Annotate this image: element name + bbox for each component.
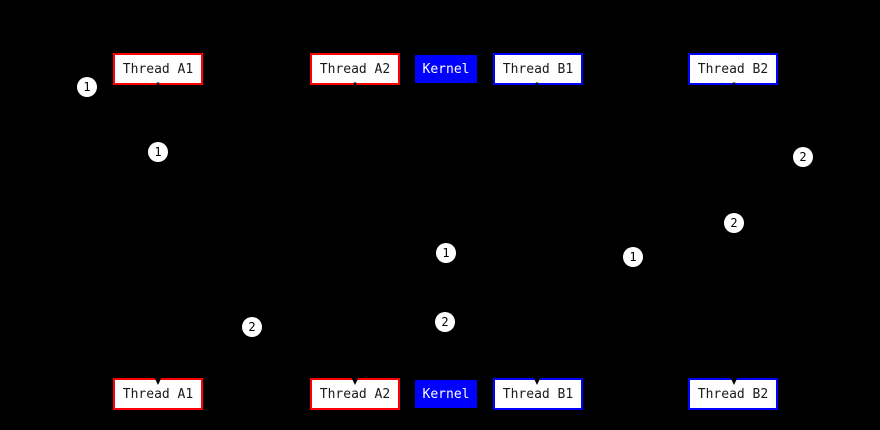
node-kernel-top: Kernel bbox=[415, 55, 477, 83]
node-kernel-bottom: Kernel bbox=[415, 380, 477, 408]
edge-label-circle-5: 1 bbox=[436, 243, 456, 263]
node-thread-a1-bottom: Thread A1 bbox=[113, 378, 203, 410]
edge-label-circle-8: 2 bbox=[242, 317, 262, 337]
edge-label-circle-7: 2 bbox=[435, 312, 455, 332]
edge-label-circle-4: 2 bbox=[724, 213, 744, 233]
node-thread-b2-bottom: Thread B2 bbox=[688, 378, 778, 410]
node-thread-a2-bottom: Thread A2 bbox=[310, 378, 400, 410]
node-thread-b1-bottom: Thread B1 bbox=[493, 378, 583, 410]
edge-label-circle-2: 1 bbox=[148, 142, 168, 162]
node-thread-b1-top: Thread B1 bbox=[493, 53, 583, 85]
node-thread-a1-top: Thread A1 bbox=[113, 53, 203, 85]
edge-label-circle-1: 1 bbox=[77, 77, 97, 97]
node-thread-b2-top: Thread B2 bbox=[688, 53, 778, 85]
node-thread-a2-top: Thread A2 bbox=[310, 53, 400, 85]
edge-label-circle-6: 1 bbox=[623, 247, 643, 267]
edge-label-circle-3: 2 bbox=[793, 147, 813, 167]
